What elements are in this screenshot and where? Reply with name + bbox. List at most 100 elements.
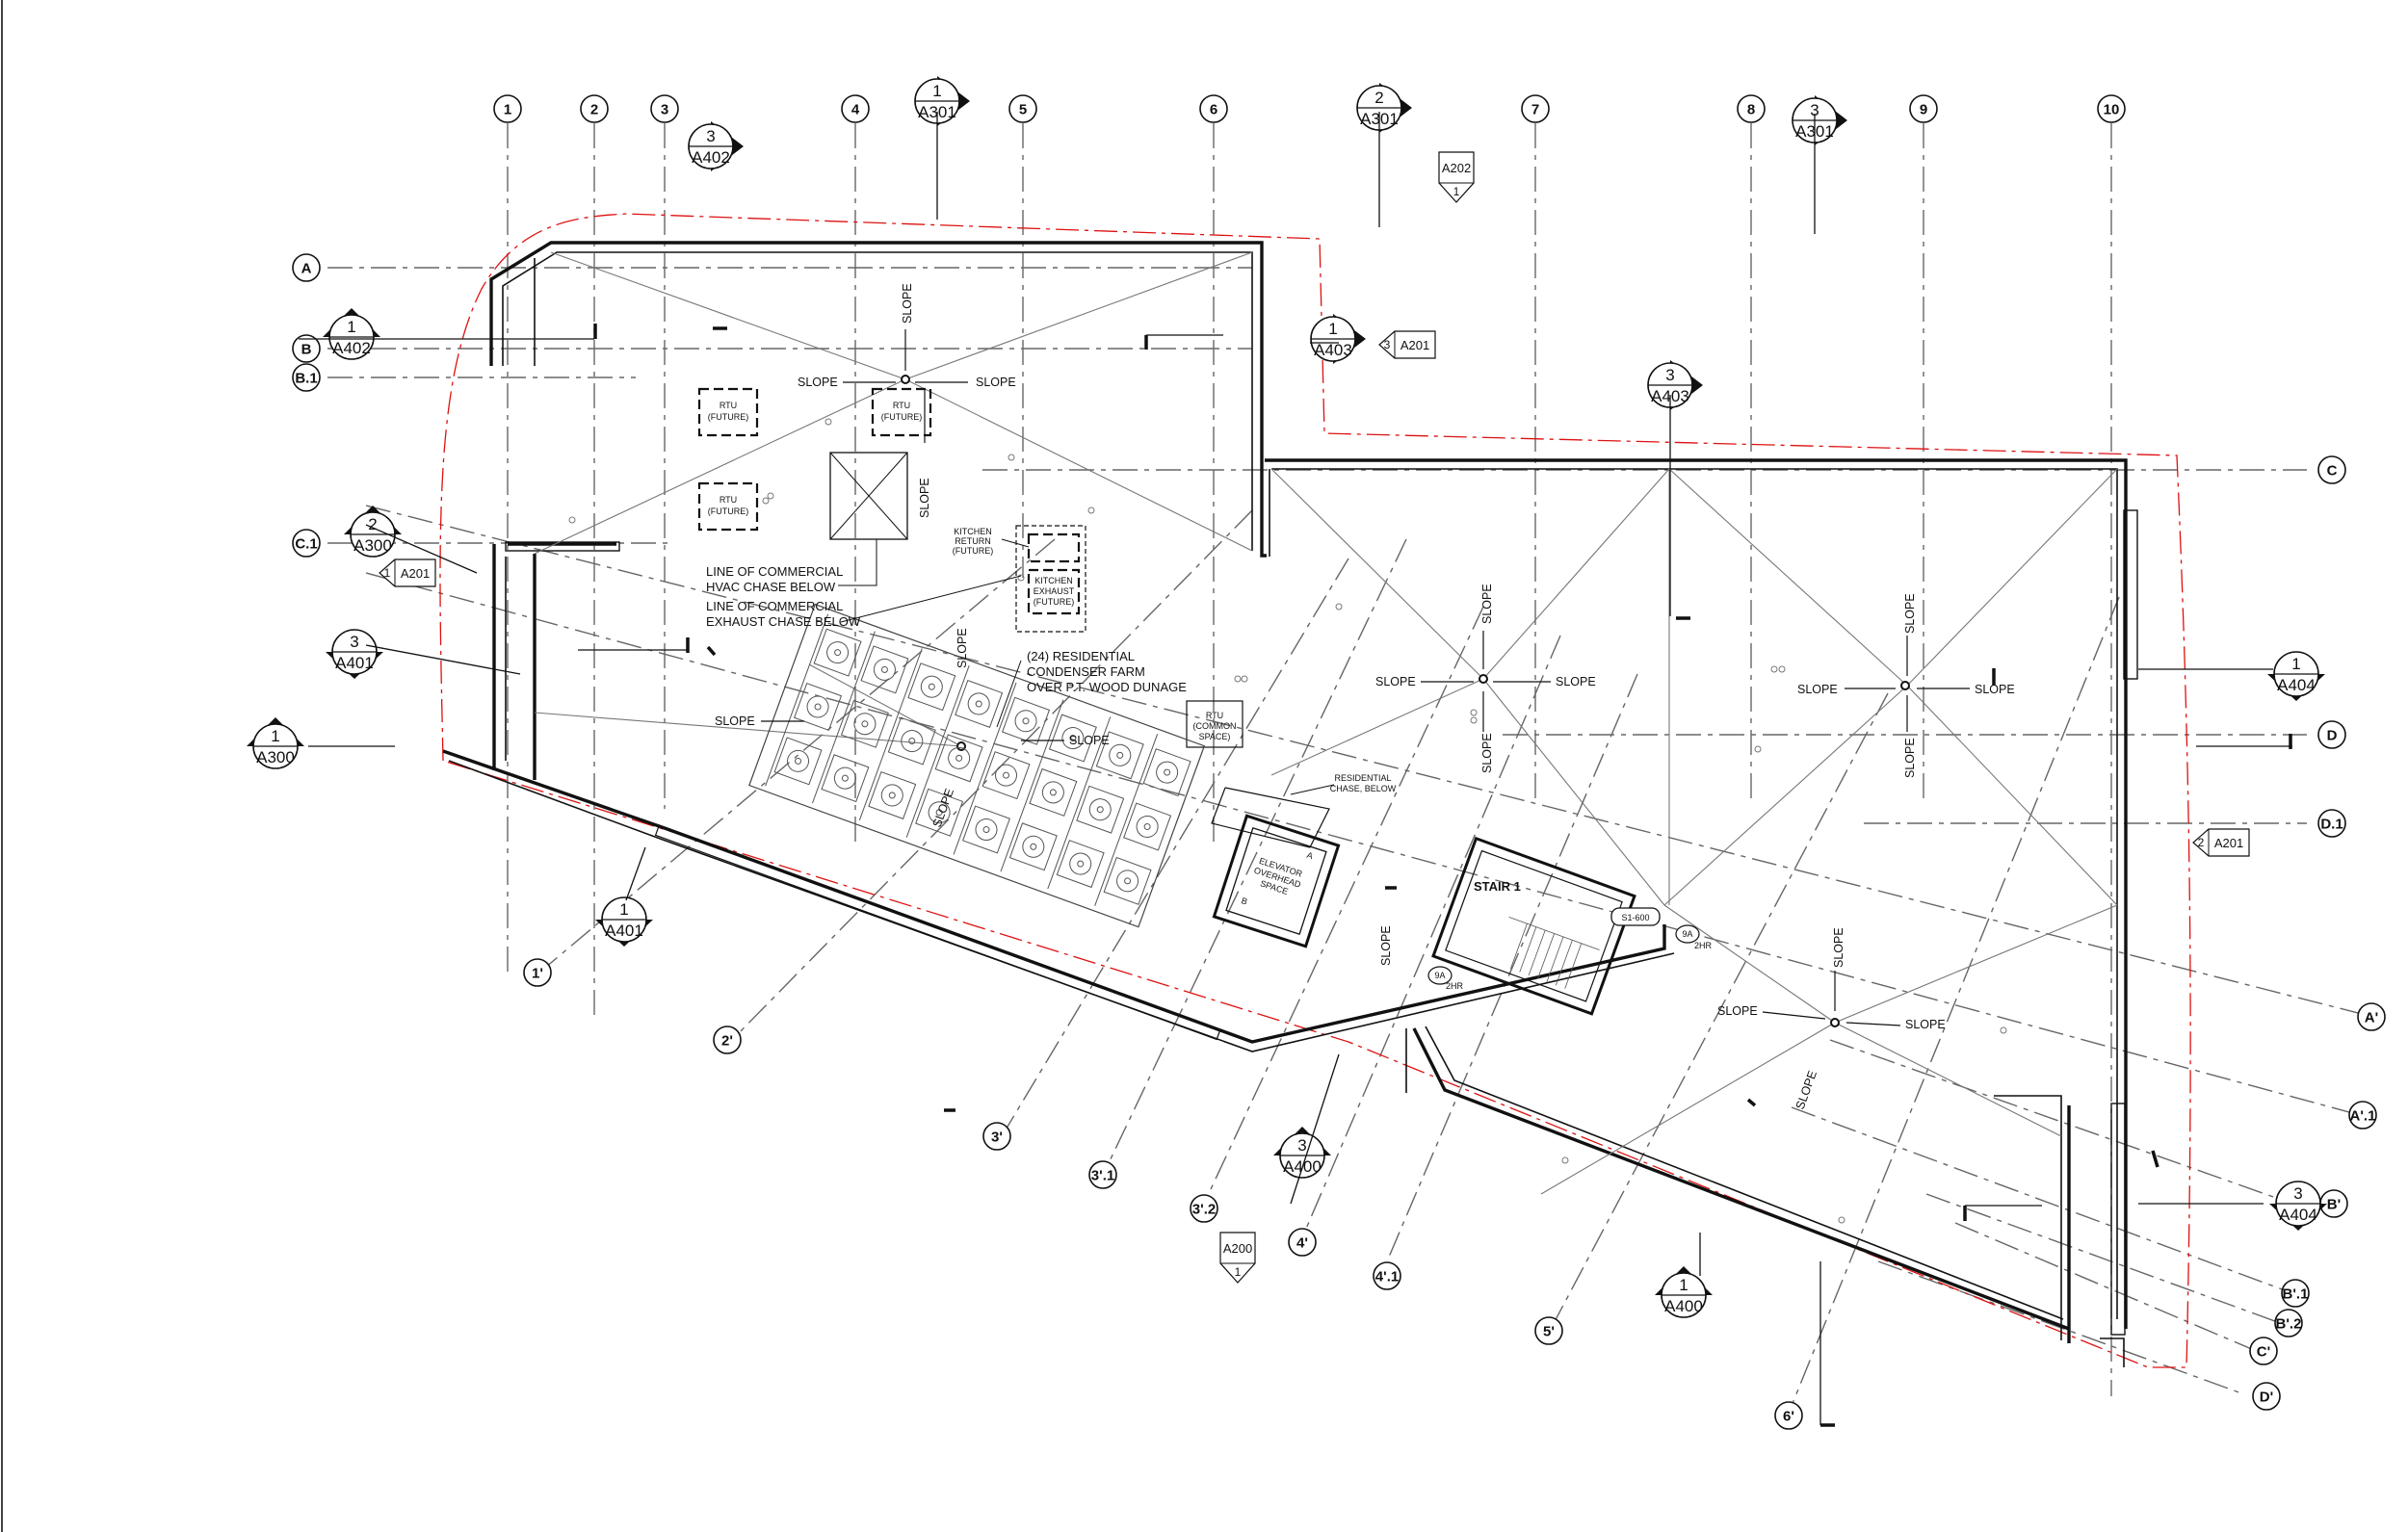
svg-text:SLOPE: SLOPE [1903, 593, 1917, 634]
door-tag-1: 9A 2HR [1675, 924, 1712, 950]
grid-bubble-rotated_row_grid-6: D' [2252, 1382, 2281, 1411]
svg-text:EXHAUST: EXHAUST [1034, 586, 1075, 596]
svg-text:HVAC CHASE BELOW: HVAC CHASE BELOW [706, 580, 836, 594]
svg-text:SLOPE: SLOPE [918, 478, 931, 518]
grid-bubble-rotated_row_grid-0: A' [2357, 1002, 2386, 1031]
svg-text:(FUTURE): (FUTURE) [708, 506, 749, 516]
rtu-future-3: RTU (FUTURE) [697, 481, 759, 532]
svg-text:(FUTURE): (FUTURE) [953, 546, 994, 556]
svg-text:RESIDENTIAL: RESIDENTIAL [1334, 773, 1391, 783]
door-tag-2: 9A 2HR [1427, 966, 1464, 991]
svg-text:2: 2 [1374, 89, 1383, 107]
svg-text:SLOPE: SLOPE [955, 628, 969, 668]
svg-text:2: 2 [368, 515, 377, 533]
svg-text:B.1: B.1 [295, 371, 317, 387]
condenser-unit [1142, 748, 1191, 797]
svg-text:B': B' [2327, 1197, 2341, 1213]
svg-text:3: 3 [706, 127, 715, 145]
grid-bubble-rotated_column_grid-0: 1' [523, 958, 552, 987]
condenser-unit [982, 751, 1031, 800]
grid-bubble-column_grid-4: 5 [1008, 94, 1037, 123]
grid-bubble-rotated_row_grid-5: C' [2249, 1337, 2278, 1365]
condenser-unit [915, 788, 964, 837]
condenser-unit [1095, 731, 1144, 780]
svg-text:2HR: 2HR [1446, 981, 1464, 991]
condenser-unit [868, 770, 917, 819]
svg-text:RTU: RTU [1206, 711, 1223, 720]
condenser-unit [1008, 822, 1058, 871]
condenser-unit [794, 683, 843, 731]
svg-text:SLOPE: SLOPE [798, 376, 838, 389]
grid-bubble-rotated_column_grid-7: 5' [1534, 1316, 1563, 1345]
slope-labels: SLOPE SLOPE SLOPE SLOPE SLOPE SLOPE SLOP… [715, 283, 2015, 1111]
svg-text:A': A' [2365, 1010, 2378, 1026]
svg-text:A404: A404 [2279, 1206, 2317, 1224]
svg-text:1': 1' [532, 966, 543, 982]
svg-text:4': 4' [1296, 1235, 1308, 1252]
condenser-unit [860, 645, 909, 694]
note-exhaust-chase: LINE OF COMMERCIAL EXHAUST CHASE BELOW [706, 575, 1022, 629]
svg-text:SLOPE: SLOPE [1480, 584, 1494, 624]
svg-text:A201: A201 [401, 566, 430, 581]
building-walls [442, 241, 2138, 1367]
svg-text:RTU: RTU [893, 401, 910, 410]
svg-text:3: 3 [2293, 1184, 2302, 1203]
grid-bubble-column_grid-5: 6 [1199, 94, 1228, 123]
condenser-unit [1103, 856, 1152, 905]
svg-text:S1-600: S1-600 [1621, 913, 1649, 922]
note-hvac-chase: LINE OF COMMERCIAL HVAC CHASE BELOW [706, 539, 877, 594]
svg-text:SLOPE: SLOPE [1379, 925, 1393, 966]
svg-text:D.1: D.1 [2320, 817, 2343, 833]
svg-text:1: 1 [1679, 1276, 1688, 1294]
svg-text:5': 5' [1543, 1324, 1555, 1340]
svg-text:10: 10 [2104, 102, 2120, 118]
grid-bubble-rotated_row_grid-4: B'.2 [2274, 1309, 2303, 1337]
svg-text:B: B [1241, 896, 1249, 906]
roof-vents [568, 418, 2007, 1224]
svg-text:(FUTURE): (FUTURE) [1034, 597, 1075, 607]
svg-text:4'.1: 4'.1 [1375, 1269, 1399, 1285]
svg-text:KITCHEN: KITCHEN [954, 527, 992, 536]
svg-text:5: 5 [1019, 102, 1027, 118]
condenser-unit [1056, 840, 1105, 889]
svg-text:7: 7 [1531, 102, 1539, 118]
grid-bubble-row_grid-3: C.1 [292, 529, 321, 558]
svg-text:A404: A404 [2277, 676, 2316, 694]
svg-text:9A: 9A [1434, 971, 1445, 980]
svg-text:A403: A403 [1314, 341, 1352, 359]
svg-text:B'.1: B'.1 [2283, 1286, 2309, 1303]
svg-text:1: 1 [347, 318, 355, 336]
svg-text:A400: A400 [1664, 1297, 1703, 1315]
roof-drains [901, 375, 1910, 1027]
svg-text:A202: A202 [1442, 161, 1471, 175]
condenser-unit [907, 662, 956, 712]
svg-text:SLOPE: SLOPE [1832, 927, 1845, 968]
svg-text:A: A [1305, 850, 1314, 861]
svg-text:2': 2' [721, 1033, 733, 1050]
svg-text:EXHAUST CHASE BELOW: EXHAUST CHASE BELOW [706, 614, 861, 629]
condenser-unit [1048, 714, 1097, 763]
svg-text:A201: A201 [2214, 836, 2243, 850]
svg-text:SLOPE: SLOPE [1797, 683, 1838, 696]
svg-text:3: 3 [1384, 338, 1391, 351]
svg-text:C: C [2327, 463, 2338, 480]
svg-text:A200: A200 [1223, 1241, 1252, 1256]
condenser-unit [1123, 802, 1172, 851]
svg-text:3: 3 [1665, 366, 1674, 384]
grid-bubble-rotated_column_grid-4: 3'.2 [1190, 1194, 1218, 1223]
svg-text:3: 3 [350, 633, 358, 651]
svg-text:SLOPE: SLOPE [1480, 733, 1494, 773]
svg-text:C.1: C.1 [295, 536, 317, 553]
svg-text:1: 1 [384, 566, 391, 580]
svg-text:3: 3 [1810, 101, 1819, 119]
svg-text:A300: A300 [353, 536, 392, 555]
svg-text:2: 2 [2198, 836, 2205, 849]
condenser-unit [887, 716, 936, 766]
